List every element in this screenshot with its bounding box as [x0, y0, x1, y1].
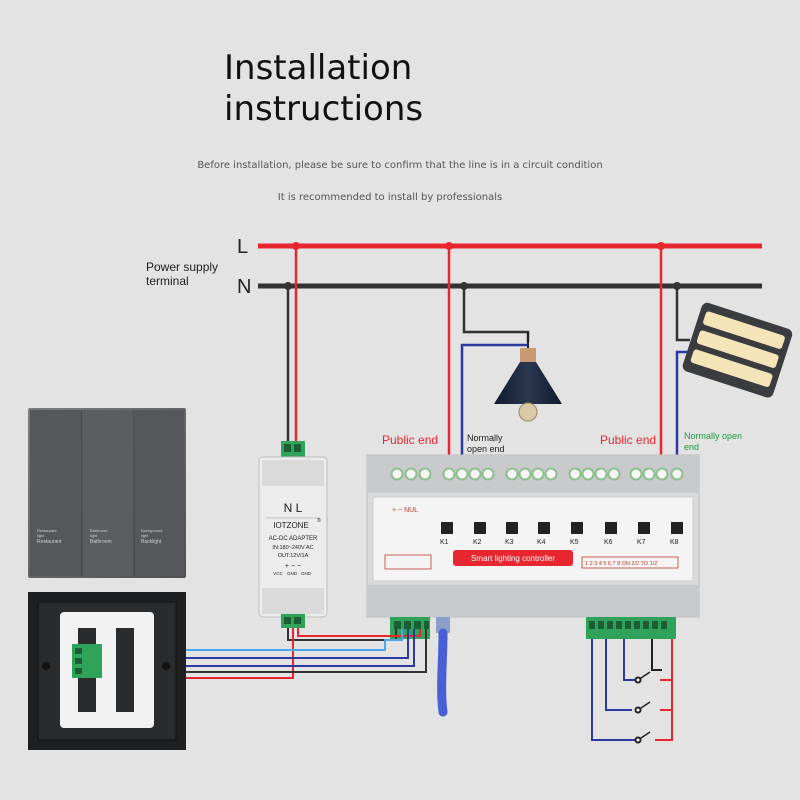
key-label-name: Restaurant	[37, 539, 62, 545]
pendant-lamp	[494, 332, 562, 422]
input-numbers: 1 2 3 4 5 6 7 8 ON 2/2 TO 1/2	[585, 561, 657, 567]
adapter-pin: GND	[301, 571, 312, 576]
supply-label-1: Power supply	[146, 260, 218, 274]
normally-open-label: Normally open	[684, 431, 742, 441]
title-line-2: instructions	[224, 89, 424, 129]
ac-dc-adapter: N L IOTZONE ® AC-DC ADAPTER IN:180~240V …	[258, 441, 328, 628]
adapter-input: IN:180~240V AC	[272, 545, 313, 551]
relay-label: K7	[637, 539, 646, 546]
flood-light	[682, 302, 793, 398]
adapter-pin: VCC	[273, 571, 283, 576]
relay-label: K2	[473, 539, 482, 546]
key-label-line1: Restaurant	[37, 528, 57, 533]
public-end-label: Public end	[382, 433, 438, 447]
key-label-line2: light	[37, 533, 45, 538]
adapter-pin: GND	[287, 571, 298, 576]
switch-panel: Restaurant light Restaurant Bathroom lig…	[28, 408, 186, 578]
normally-open-label: open end	[467, 444, 505, 454]
key-label-line2: light	[141, 533, 149, 538]
key-label-name: Backlight	[141, 539, 162, 545]
normally-open-label: end	[684, 442, 699, 452]
relay-label: K3	[505, 539, 514, 546]
input-switch-wiring	[591, 639, 673, 744]
controller-name: Smart lighting controller	[471, 554, 555, 563]
feed-wires	[286, 246, 690, 473]
relay-label: K1	[440, 539, 449, 546]
key-label-line1: Bathroom	[90, 528, 108, 533]
adapter-type: AC-DC ADAPTER	[269, 536, 318, 542]
live-label: L	[237, 236, 248, 258]
smart-lighting-controller: + − NUL K1 K2 K3 K4 K5 K6 K7 K8 Smart li…	[366, 454, 700, 618]
power-lines: L N Power supply terminal	[146, 236, 762, 298]
public-end-label: Public end	[600, 433, 656, 447]
normally-open-label: Normally	[467, 433, 503, 443]
title-line-1: Installation	[224, 48, 413, 88]
relay-label: K5	[570, 539, 579, 546]
relay-label: K4	[537, 539, 546, 546]
professional-note: It is recommended to install by professi…	[277, 192, 503, 203]
adapter-terminals: N L	[284, 501, 303, 515]
adapter-registered: ®	[317, 517, 321, 524]
key-label-name: Bathroom	[90, 539, 112, 545]
adapter-brand: IOTZONE	[273, 521, 309, 530]
input-terminal-block	[586, 617, 676, 639]
adapter-output: OUT:12V/1A	[278, 553, 309, 559]
supply-label-2: terminal	[146, 274, 189, 288]
page-title: Installation instructions	[224, 48, 423, 130]
terminal-row-top	[390, 467, 684, 481]
relay-label: K6	[604, 539, 613, 546]
adapter-pin-signs: + − −	[285, 563, 301, 570]
low-voltage-wiring	[150, 628, 427, 679]
relay-buttons	[441, 522, 683, 534]
neutral-label: N	[237, 276, 251, 298]
top-symbols: + − NUL	[392, 507, 418, 514]
network-cable	[436, 617, 450, 717]
key-label-line2: light	[90, 533, 98, 538]
relay-label: K8	[670, 539, 679, 546]
circuit-note: Before installation, please be sure to c…	[197, 160, 603, 171]
switch-panel-back	[28, 592, 186, 750]
key-label-line1: Background	[141, 528, 162, 533]
